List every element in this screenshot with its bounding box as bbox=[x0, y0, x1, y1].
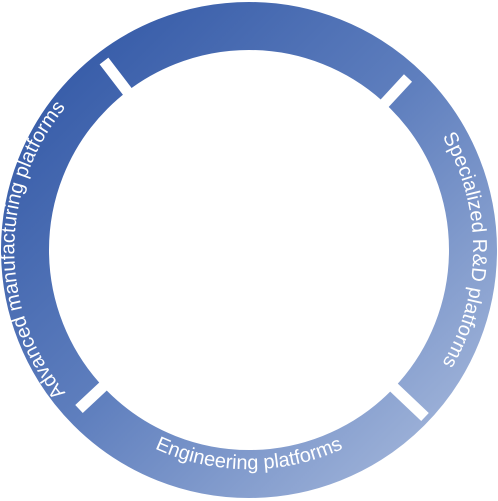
segment-gaps bbox=[75, 57, 429, 421]
segment-label-public-testing: Public testing service platforms bbox=[110, 83, 388, 145]
segment-top-text: Public testing service platforms bbox=[110, 83, 388, 145]
